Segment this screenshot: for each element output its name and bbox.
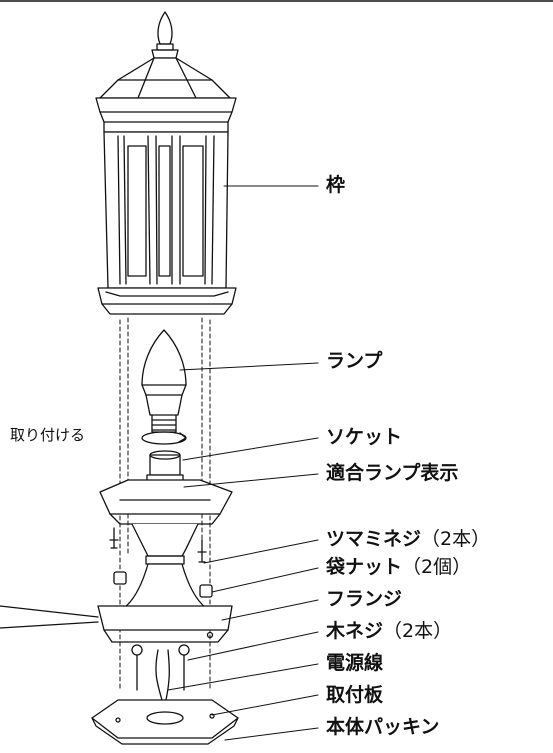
label-thumb-screw: ツマミネジ（2本） [326,530,490,549]
label-socket: ソケット [326,426,403,448]
label-mounting-plate: 取付板 [326,684,384,706]
lamp-drawing [141,329,187,445]
mounting-plate-drawing [91,699,239,745]
thumb-screw-quantity: （2本） [421,528,491,550]
thumb-screw-name: ツマミネジ [326,528,422,550]
lantern-frame-drawing [95,11,237,315]
label-cap-nut: 袋ナット（2個） [326,558,471,577]
wood-screw-name: 木ネジ [326,620,384,642]
annotation-attach: 取り付ける [10,426,86,444]
label-lamp: ランプ [326,350,383,372]
wood-screw-quantity: （2本） [383,620,453,642]
label-flange: フランジ [326,588,403,610]
label-frame: 枠 [326,174,346,196]
label-body-gasket: 本体パッキン [326,716,440,738]
cap-nut-name: 袋ナット [326,556,403,578]
socket-base-drawing [0,450,233,643]
label-wood-screw: 木ネジ（2本） [326,622,452,641]
label-power-cord: 電源線 [326,652,384,674]
label-compatible-lamp-display: 適合ランプ表示 [326,462,459,484]
screws-cord-drawing [131,644,190,701]
cap-nut-quantity: （2個） [402,556,472,578]
